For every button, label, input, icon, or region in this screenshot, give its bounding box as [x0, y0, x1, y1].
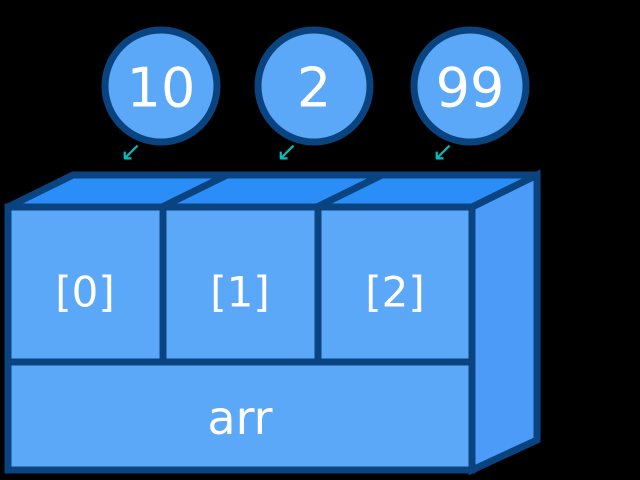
array-cell-label-0: [0] [55, 268, 115, 317]
box-top-divider-1 [160, 171, 229, 211]
value-bubble-text-2: 99 [436, 57, 505, 120]
array-cell-2[interactable] [314, 203, 476, 366]
array-cell-1[interactable] [159, 203, 322, 366]
value-bubble-2[interactable]: 99 [410, 26, 530, 146]
value-bubble-1[interactable]: 2 [254, 26, 374, 146]
value-bubble-0[interactable]: 10 [101, 26, 221, 146]
arrow-down-left-icon-0: ↙ [120, 137, 142, 167]
value-bubble-text-1: 2 [297, 57, 331, 120]
value-bubble-text-0: 10 [127, 57, 196, 120]
box-top-divider-2 [315, 171, 384, 211]
array-cell-label-1: [1] [210, 268, 270, 317]
array-box-3d: [0] [1] [2] arr [4, 169, 541, 476]
value-bubble-circle-1 [254, 26, 374, 146]
array-cell-label-2: [2] [365, 268, 425, 317]
arrow-down-left-icon-1: ↙ [276, 137, 298, 167]
array-name-label: arr [207, 391, 272, 445]
box-top-face [6, 171, 539, 211]
arrow-down-left-icon-2: ↙ [432, 137, 454, 167]
value-bubble-circle-0 [101, 26, 221, 146]
array-name-band [4, 358, 476, 474]
value-bubble-circle-2 [410, 26, 530, 146]
box-right-face [468, 169, 541, 476]
